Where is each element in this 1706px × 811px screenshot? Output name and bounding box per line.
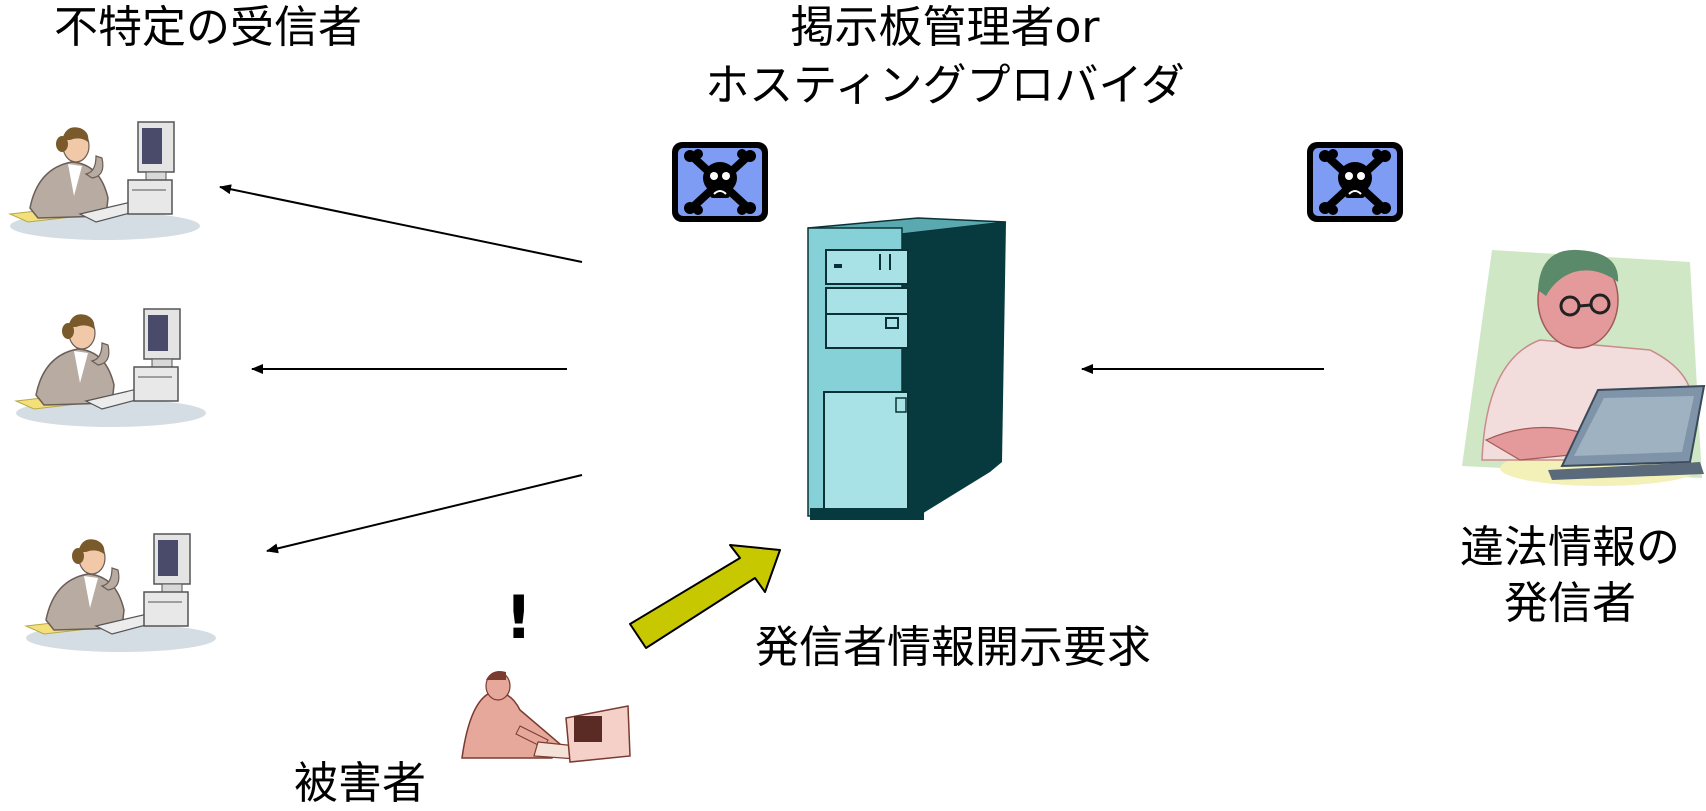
server-tower-icon xyxy=(807,217,1007,520)
exclamation-mark: ! xyxy=(505,583,533,653)
recipient-person-icon xyxy=(15,308,207,428)
arrow-to-recipient-1 xyxy=(219,184,583,263)
victim-person-icon xyxy=(461,671,631,763)
victim-label: 被害者 xyxy=(294,758,426,809)
recipient-person-icon xyxy=(25,533,217,653)
admin-label-line1: 掲示板管理者or xyxy=(790,2,1100,53)
recipient-person-icon xyxy=(9,121,201,241)
disclosure-request-arrow xyxy=(629,544,781,649)
admin-label-line2: ホスティングプロバイダ xyxy=(705,60,1185,111)
recipients-label: 不特定の受信者 xyxy=(54,2,362,53)
hazard-skull-icon xyxy=(1307,142,1403,222)
sender-person-icon xyxy=(1462,249,1706,486)
hazard-skull-icon xyxy=(672,142,768,222)
disclosure-request-label: 発信者情報開示要求 xyxy=(755,622,1151,673)
sender-label-line2: 発信者 xyxy=(1504,578,1636,629)
sender-label-line1: 違法情報の xyxy=(1460,522,1680,573)
arrow-to-recipient-3 xyxy=(266,474,583,554)
